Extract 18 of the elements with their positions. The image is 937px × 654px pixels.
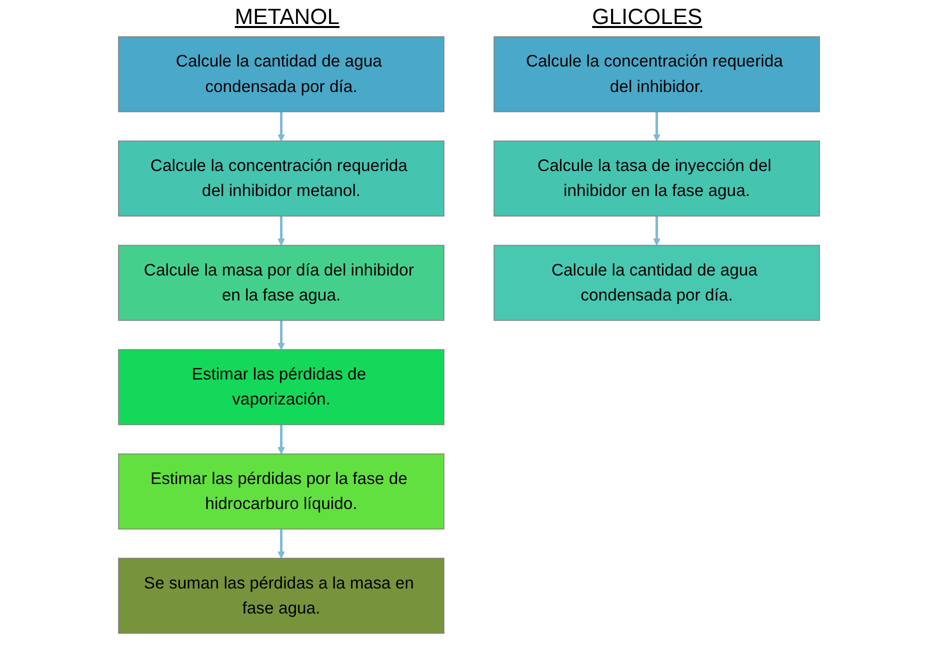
node-box: Calcule la concentración requerida del inhibidor. — [493, 36, 820, 112]
node-box: Calcule la masa por día del inhibidor en la fase agua. — [118, 244, 444, 321]
arrow — [277, 320, 284, 350]
arrow — [277, 529, 284, 559]
arrow — [277, 216, 284, 246]
node-box: Calcule la cantidad de agua condensada por día. — [118, 36, 444, 112]
column-heading: METANOL — [234, 4, 340, 30]
arrow — [652, 112, 660, 142]
node-box: Calcule la tasa de inyección del inhibidor en la fase agua. — [493, 140, 820, 216]
node-box: Calcule la cantidad de agua condensada por día. — [493, 244, 820, 321]
node-box: Calcule la concentración requerida del inhibidor metanol. — [118, 140, 444, 216]
node-box: Estimar las pérdidas de vaporización. — [118, 349, 444, 426]
node-box: Estimar las pérdidas por la fase de hidrocarburo líquido. — [118, 454, 444, 530]
column-heading: GLICOLES — [592, 4, 702, 30]
arrow — [652, 216, 660, 246]
node-box: Se suman las pérdidas a la masa en fase agua. — [118, 558, 444, 634]
arrow — [277, 112, 284, 142]
arrow — [277, 424, 284, 454]
